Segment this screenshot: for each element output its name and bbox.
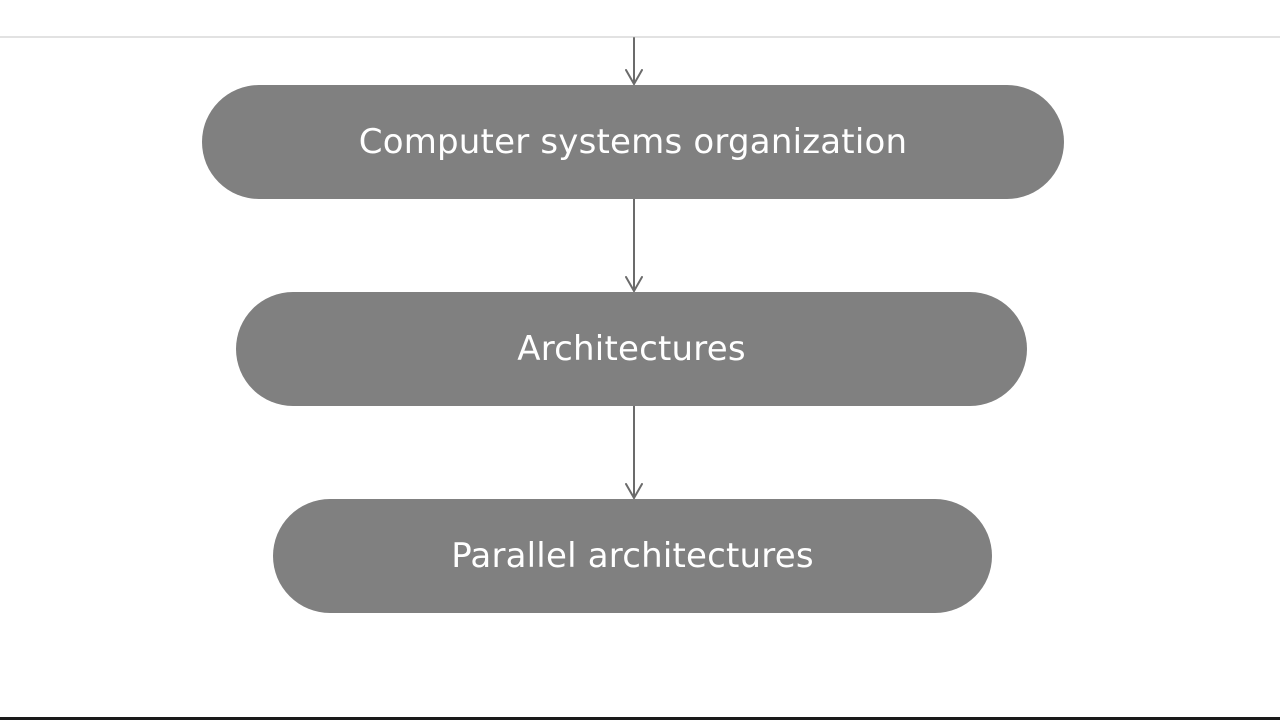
connector-architectures-to-parallel-architectures [625,405,643,499]
node-computer-systems-organization[interactable]: Computer systems organization [202,85,1064,199]
connector-into-computer-systems-organization [625,37,643,85]
node-label: Computer systems organization [358,122,908,162]
top-divider [0,36,1280,38]
connector-computer-systems-organization-to-architectures [625,198,643,292]
node-parallel-architectures[interactable]: Parallel architectures [273,499,992,613]
bottom-divider [0,717,1280,720]
node-label: Parallel architectures [451,536,814,576]
node-architectures[interactable]: Architectures [236,292,1027,406]
node-label: Architectures [517,329,746,369]
